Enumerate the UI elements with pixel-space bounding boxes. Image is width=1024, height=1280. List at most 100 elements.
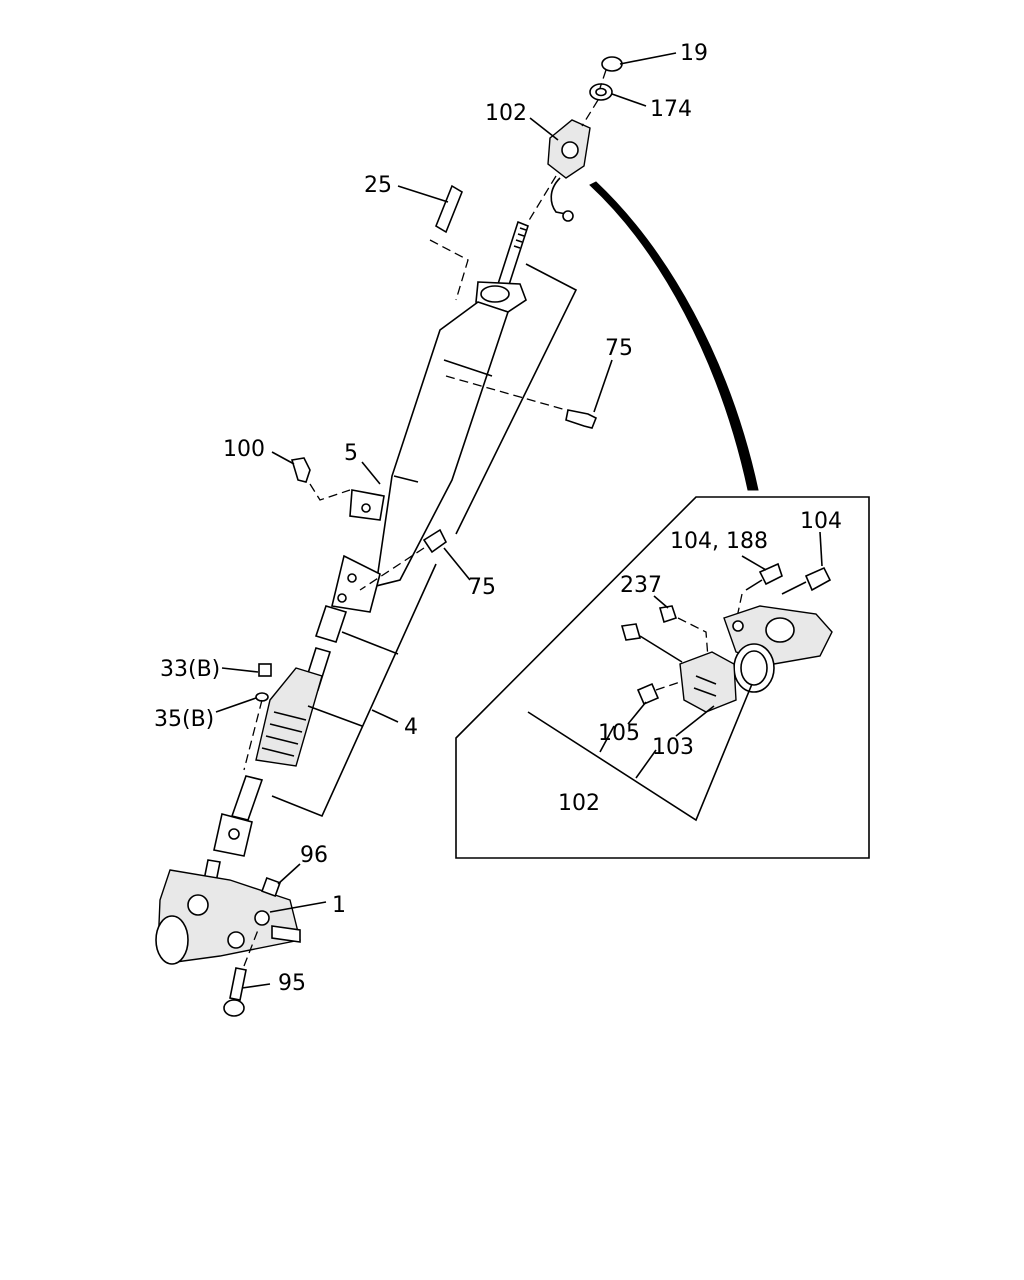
intermediate-shaft-upper <box>314 605 348 643</box>
u-joint-pin <box>228 828 240 840</box>
gasket-25 <box>435 184 463 234</box>
callout-25: 25 <box>364 173 392 198</box>
bracket-hole-b <box>337 593 347 603</box>
shaft-boot <box>255 667 323 767</box>
switch-102-hub <box>561 141 579 159</box>
dash-inset-105 <box>655 679 687 691</box>
callout-104-188: 104, 188 <box>670 529 768 554</box>
callout-96: 96 <box>300 843 328 868</box>
bolt-95-head <box>223 999 245 1017</box>
column-lower-bracket <box>331 554 381 613</box>
callout-5: 5 <box>344 441 358 466</box>
steering-gear-box <box>155 859 301 965</box>
shaft-spline <box>513 227 527 249</box>
leader-100 <box>271 451 295 465</box>
bolt-75-upper <box>565 409 598 429</box>
leader-5 <box>361 461 381 485</box>
switch-102-wire <box>550 177 567 215</box>
callout-35b: 35(B) <box>154 707 214 732</box>
callout-174: 174 <box>650 97 692 122</box>
bearing-174-inner <box>595 87 607 97</box>
bolt-75-lower <box>422 528 448 554</box>
inset-leader-curve <box>589 181 759 491</box>
group-brackets <box>271 263 578 818</box>
leader-174 <box>611 93 647 107</box>
callout-75-upper: 75 <box>605 336 633 361</box>
inset-102-bracket <box>527 683 753 822</box>
bracket-hole-a <box>347 573 357 583</box>
dash-inset-237 <box>677 617 709 659</box>
column-jacket <box>375 301 510 588</box>
callout-75-lower: 75 <box>468 575 496 600</box>
inset-wire <box>639 635 683 663</box>
callout-33b: 33(B) <box>160 657 220 682</box>
leader-104 <box>819 531 823 567</box>
inset-switch-body <box>679 651 737 713</box>
leader-104-188 <box>741 555 767 571</box>
inset-bolt-104-188-shank <box>745 579 763 591</box>
leader-lines <box>215 52 823 989</box>
upper-shaft <box>497 220 529 290</box>
callout-105: 105 <box>598 721 640 746</box>
callout-4: 4 <box>404 715 418 740</box>
dash-102-shaft <box>527 175 557 223</box>
bracket-4-group <box>271 563 437 818</box>
leader-237 <box>653 595 669 609</box>
inset-frame <box>455 496 870 859</box>
gear-mount-hole-c <box>254 910 270 926</box>
inset-housing-bore <box>765 617 795 643</box>
gear-mount-hole-b <box>227 931 245 949</box>
leader-105 <box>627 701 647 725</box>
column-jacket-ring <box>393 359 493 483</box>
callout-102-top: 102 <box>485 101 527 126</box>
gear-housing-end <box>155 915 189 965</box>
leader-95 <box>241 983 271 989</box>
inset-bolt-104-shank <box>781 581 807 595</box>
dash-100 <box>309 483 351 501</box>
inset-parts <box>527 562 833 822</box>
dash-25 <box>429 239 469 301</box>
detail-inset <box>455 181 870 859</box>
leader-102-top <box>529 117 559 141</box>
inset-housing-pin <box>732 620 744 632</box>
dash-75-upper <box>445 375 567 411</box>
callout-104: 104 <box>800 509 842 534</box>
inset-screw-237 <box>658 605 678 624</box>
leader-35b <box>215 697 257 713</box>
leader-103 <box>675 705 715 737</box>
dash-95 <box>243 929 259 967</box>
gear-housing <box>157 869 301 963</box>
inset-ring-103-inner <box>740 650 768 686</box>
inset-connector <box>620 623 642 641</box>
clamp-5-hole <box>361 503 371 513</box>
callout-103: 103 <box>652 735 694 760</box>
lower-shaft <box>230 775 264 821</box>
bolt-100 <box>290 457 311 483</box>
inset-bolt-104 <box>804 566 832 592</box>
leader-1 <box>269 901 327 913</box>
leader-4 <box>371 709 399 723</box>
nut-96 <box>261 877 281 897</box>
switch-102-connector <box>562 210 574 222</box>
callout-labels: 19 174 102 25 75 100 5 75 33(B) 35(B) 4 … <box>154 41 842 996</box>
callout-95: 95 <box>278 971 306 996</box>
dash-174-102 <box>581 99 599 127</box>
gear-output-shaft <box>271 925 301 943</box>
dash-19-174 <box>599 69 607 89</box>
leader-96 <box>277 863 301 885</box>
boot-ribs <box>261 711 307 757</box>
callout-102-inset: 102 <box>558 791 600 816</box>
callout-19: 19 <box>680 41 708 66</box>
leader-75-upper <box>593 359 613 413</box>
inset-bolt-104-188 <box>758 562 783 586</box>
steering-column <box>213 220 529 857</box>
inset-screw-105 <box>636 682 660 706</box>
bracket-25-group <box>455 263 578 535</box>
dash-33b-35b <box>243 699 263 771</box>
callout-1: 1 <box>332 893 346 918</box>
gear-mount-hole-a <box>187 894 209 916</box>
leader-19 <box>619 52 677 65</box>
leader-75-lower <box>443 547 471 581</box>
leader-25 <box>397 185 449 203</box>
